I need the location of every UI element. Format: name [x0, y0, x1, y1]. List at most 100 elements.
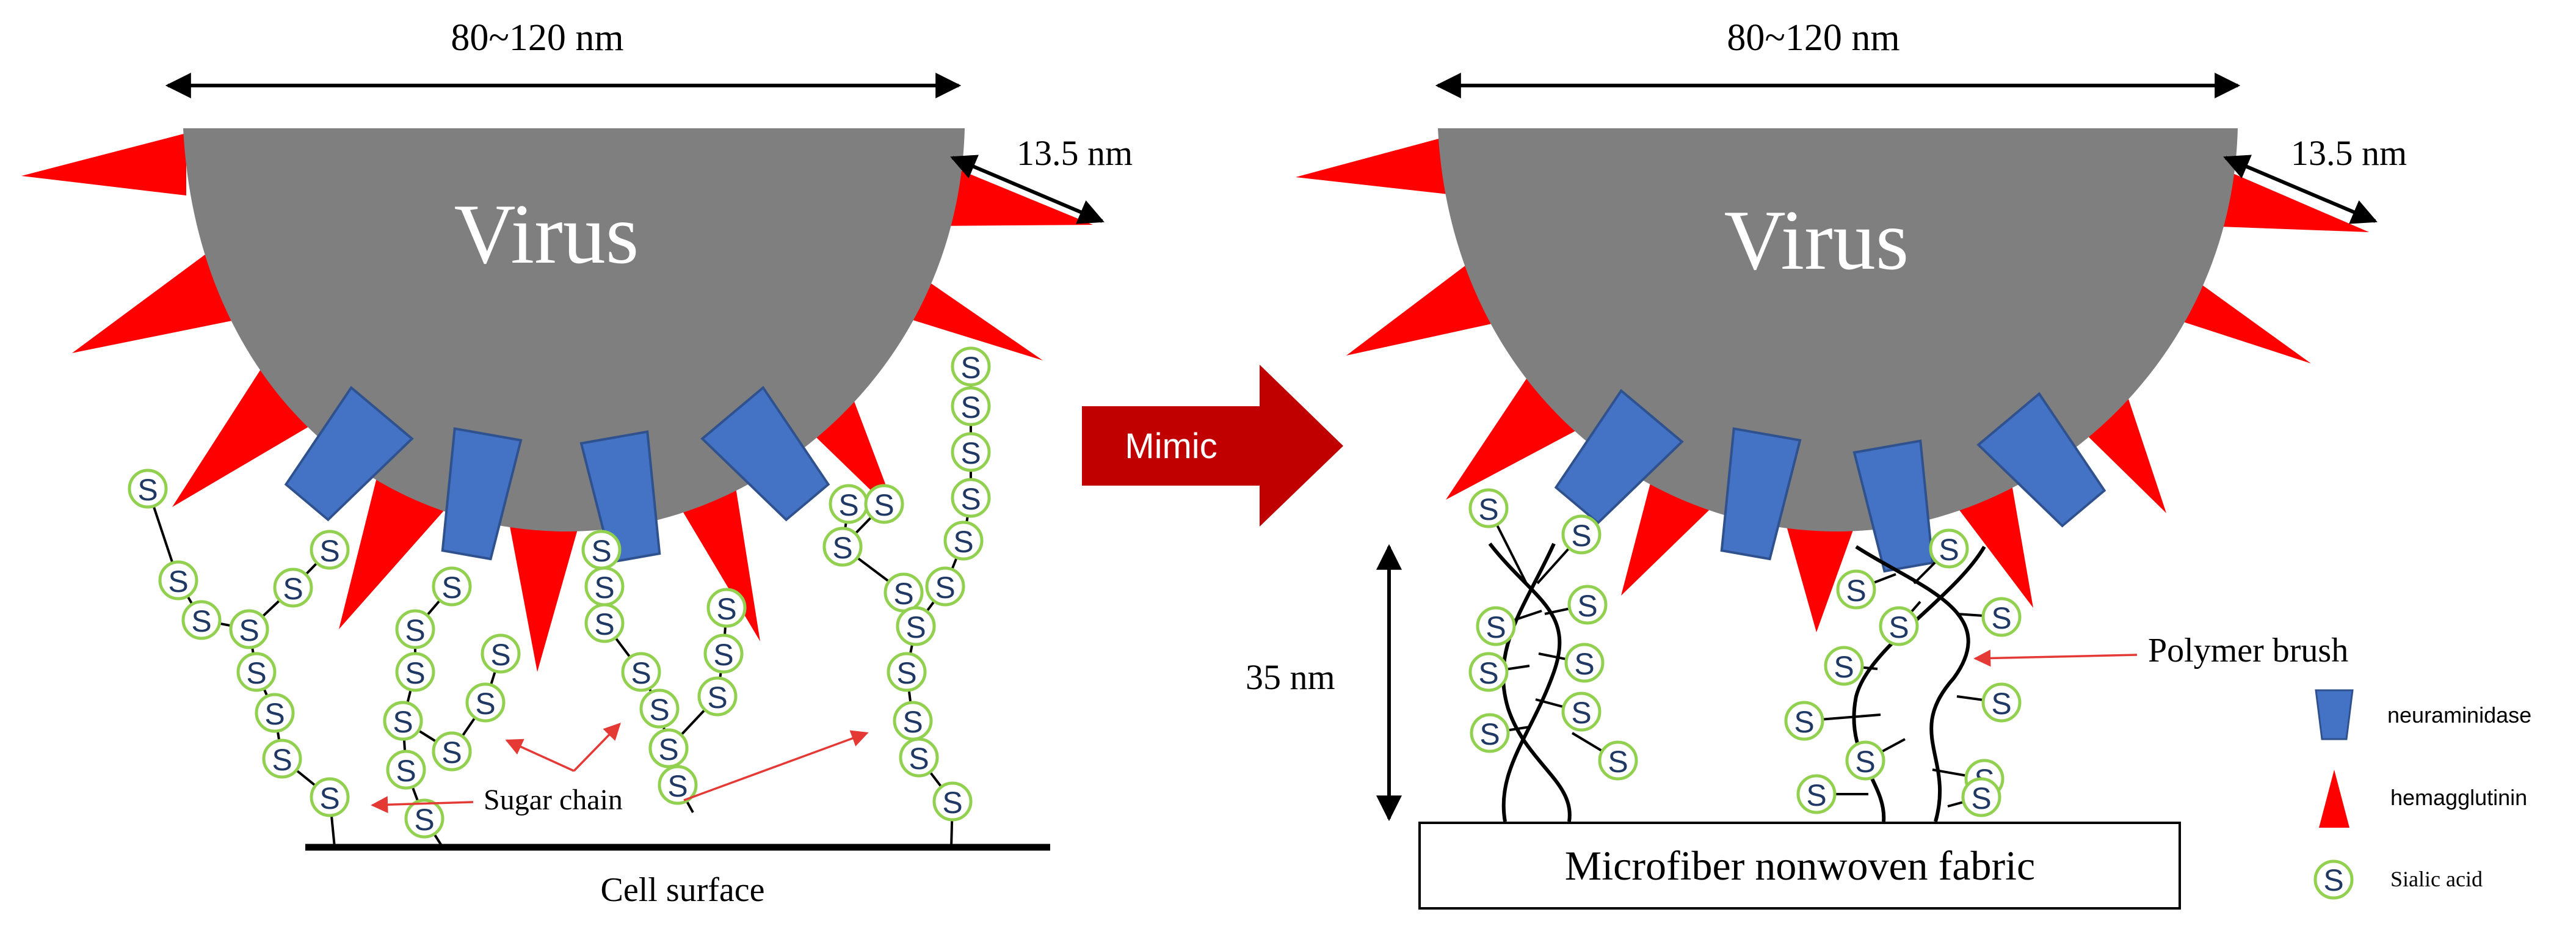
hemagglutinin-spike	[1783, 513, 1859, 632]
svg-text:S: S	[905, 610, 926, 644]
sialic-acid: S	[1561, 691, 1602, 732]
svg-text:S: S	[594, 571, 614, 605]
svg-text:S: S	[1571, 519, 1591, 553]
sialic-acid: S	[951, 386, 991, 426]
width-label: 80~120 nm	[1727, 17, 1899, 59]
svg-text:S: S	[716, 592, 736, 626]
sialic-acid: S	[584, 566, 625, 607]
leader-line	[1973, 649, 2138, 667]
svg-text:S: S	[319, 534, 339, 568]
sialic-acid: S	[1476, 606, 1516, 646]
triangle-icon	[2319, 770, 2349, 828]
sialic-acid: S	[229, 609, 269, 649]
svg-text:S: S	[414, 803, 434, 837]
legend: neuraminidase hemagglutinin S Sialic aci…	[2313, 689, 2531, 900]
neuraminidase	[1554, 389, 1684, 525]
trapezoid-icon	[2315, 689, 2354, 740]
sugar-chain-label: Sugar chain	[484, 784, 623, 816]
sialic-acid: S	[481, 633, 521, 674]
spike-length-arrow	[2223, 155, 2378, 224]
svg-text:S: S	[1479, 717, 1500, 751]
svg-text:S: S	[649, 693, 669, 727]
svg-text:S: S	[1478, 492, 1498, 527]
svg-text:S: S	[272, 743, 292, 777]
sialic-acid: S	[1879, 606, 1919, 646]
sialic-acid: S	[404, 798, 444, 839]
svg-text:S: S	[667, 769, 688, 803]
svg-text:S: S	[1855, 745, 1875, 779]
svg-text:S: S	[239, 613, 259, 648]
sialic-acid: S	[158, 560, 198, 600]
svg-text:S: S	[1571, 696, 1591, 730]
svg-text:S: S	[960, 351, 981, 385]
leader-line	[573, 722, 621, 772]
virus-label: Virus	[454, 187, 639, 282]
svg-text:S: S	[475, 687, 495, 721]
spike-length-label: 13.5 nm	[2291, 133, 2407, 173]
svg-text:S: S	[2323, 863, 2343, 897]
sialic-acid: S	[1961, 777, 2001, 817]
sialic-acid: S	[181, 600, 222, 640]
fabric-label: Microfiber nonwoven fabric	[1565, 842, 2035, 889]
sialic-acid: S	[383, 701, 423, 741]
sialic-acid: S	[386, 750, 426, 790]
sialic-acid: S	[1929, 528, 1969, 569]
svg-text:S: S	[953, 525, 973, 559]
sialic-acid: S	[432, 731, 472, 772]
neuraminidase	[1720, 427, 1802, 561]
svg-text:S: S	[1806, 778, 1826, 812]
virus-label: Virus	[1724, 193, 1909, 288]
svg-text:S: S	[441, 735, 462, 770]
sialic-acid-icon: S	[2313, 859, 2354, 900]
sialic-acid: S	[1845, 740, 1885, 781]
sialic-acid: S	[1981, 682, 2022, 723]
svg-text:S: S	[405, 656, 425, 690]
sialic-acid: S	[236, 652, 277, 692]
sialic-acid: S	[1468, 488, 1509, 528]
svg-text:S: S	[1834, 650, 1854, 684]
mimic-label: Mimic	[1125, 426, 1217, 466]
svg-text:S: S	[874, 488, 894, 522]
microfiber-fabric-box	[1418, 822, 2181, 910]
svg-text:S: S	[707, 680, 727, 715]
leader-line	[683, 730, 869, 801]
sialic-acid: S	[951, 346, 991, 387]
sialic-acid: S	[310, 530, 350, 570]
sialic-acid: S	[706, 588, 747, 628]
svg-text:S: S	[594, 607, 614, 641]
svg-text:S: S	[1574, 647, 1594, 681]
svg-text:S: S	[960, 390, 981, 425]
sialic-acid: S	[1796, 774, 1837, 814]
neuraminidase	[441, 427, 523, 561]
sialic-acid: S	[896, 606, 936, 646]
svg-text:S: S	[405, 613, 425, 648]
svg-text:S: S	[137, 473, 158, 507]
leader-line	[371, 796, 474, 814]
svg-text:S: S	[832, 531, 852, 565]
sialic-acid: S	[1784, 701, 1824, 741]
sialic-acid: S	[432, 566, 472, 607]
svg-text:S: S	[960, 436, 981, 470]
svg-text:S: S	[960, 482, 981, 516]
sialic-acid: S	[883, 572, 924, 613]
sialic-acid: S	[829, 484, 869, 524]
hemagglutinin-spike	[1296, 133, 1459, 195]
svg-text:S: S	[1888, 610, 1909, 644]
svg-text:S: S	[902, 705, 923, 739]
sialic-acid: S	[1567, 585, 1608, 625]
svg-text:S: S	[838, 488, 858, 522]
svg-text:S: S	[1486, 610, 1506, 644]
svg-text:S: S	[935, 571, 955, 605]
mimic-arrow: Mimic	[1082, 365, 1343, 527]
sialic-acid: S	[639, 688, 680, 729]
svg-text:S: S	[1991, 601, 2011, 635]
sialic-acid-units: SSSSSSSSSSSSSSSSSSSSSSSSSSSSSSSSSSSSSSSS…	[128, 346, 991, 839]
right-panel-fabric-binding: 80~120 nm Virus 13.5 nm 35 nm	[1246, 17, 2407, 910]
sialic-acid: S	[925, 566, 965, 607]
sialic-acid: S	[1470, 713, 1510, 753]
sialic-acid: S	[899, 737, 939, 778]
svg-text:S: S	[1991, 687, 2011, 721]
sialic-acid: S	[932, 781, 973, 822]
svg-text:S: S	[490, 638, 510, 672]
sialic-acid: S	[621, 652, 661, 692]
